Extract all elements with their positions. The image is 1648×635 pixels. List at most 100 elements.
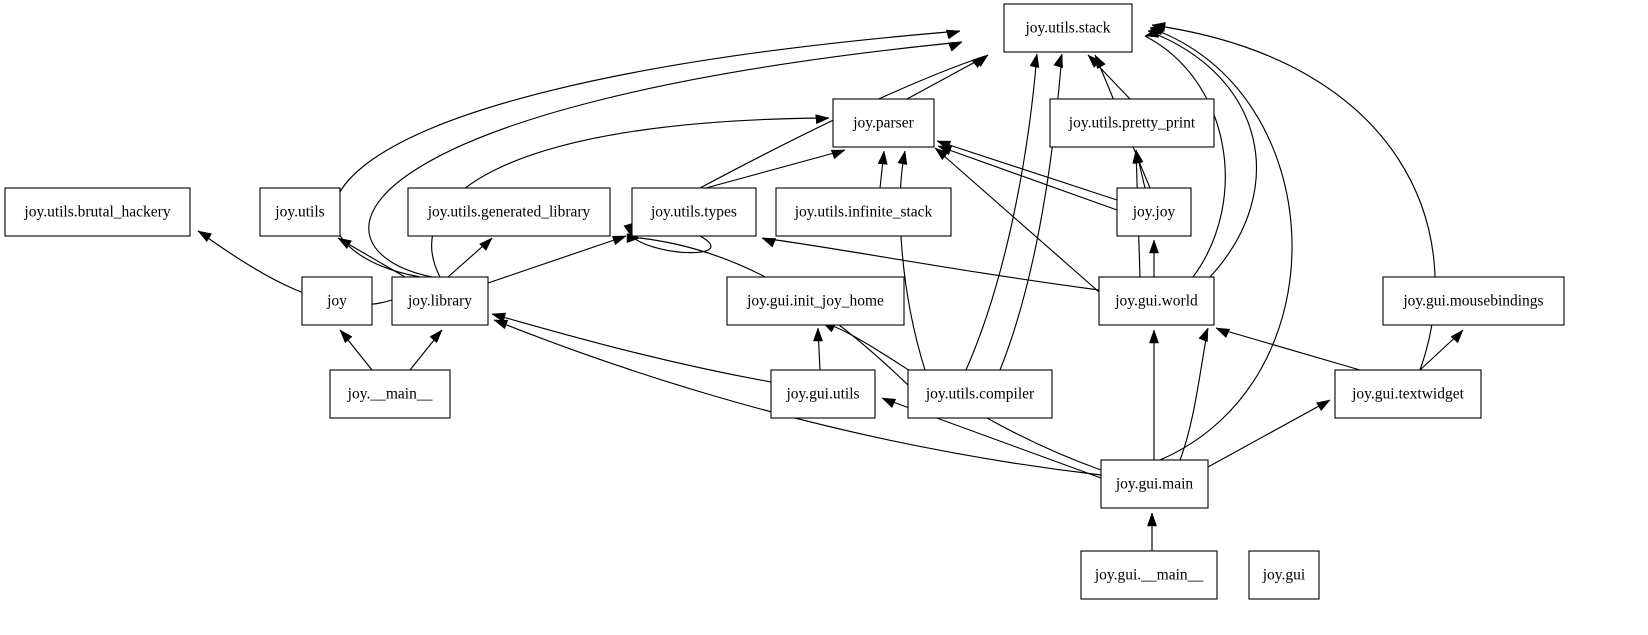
edge-line (332, 30, 961, 278)
node-box[interactable] (407, 187, 611, 237)
arrow-head-icon (1053, 53, 1063, 69)
node-label: joy.utils (274, 204, 324, 221)
edge-joy.parser-to-joy.utils.stack (906, 54, 989, 100)
edge-joy.gui.textwidget-to-joy.gui.mousebindings (1419, 329, 1464, 371)
node-box[interactable] (1334, 369, 1482, 419)
node-label: joy.utils.types (650, 204, 737, 221)
edge-line (493, 319, 1102, 476)
node-joy.utils.types[interactable]: joy.utils.types (631, 187, 757, 237)
edge-joy.__main__-to-joy.library (409, 329, 443, 371)
node-box[interactable] (775, 187, 952, 237)
node-label: joy.gui.textwidget (1351, 386, 1464, 403)
edge-line (631, 235, 712, 254)
nodes-layer: joy.utils.stack joy.parser joy.utils.prett… (4, 3, 1565, 600)
edge-joy.gui.world-to-joy.parser (934, 147, 1100, 293)
edge-joy.gui.utils-to-joy.gui.init_joy_home (813, 327, 823, 371)
node-joy.__main__[interactable]: joy.__main__ (329, 369, 451, 419)
node-box[interactable] (1049, 98, 1215, 148)
node-label: joy.utils.pretty_print (1068, 115, 1196, 132)
edge-joy.utils.compiler-to-joy.parser (897, 150, 926, 371)
edge-joy.gui.utils-to-joy.library (491, 312, 772, 383)
node-joy[interactable]: joy (301, 276, 373, 326)
edge-joy.library-to-joy.utils.stack (332, 29, 961, 278)
node-joy.utils.generated_library[interactable]: joy.utils.generated_library (407, 187, 611, 237)
node-box[interactable] (631, 187, 757, 237)
arrow-head-icon (1147, 512, 1157, 527)
edge-line (934, 147, 1100, 293)
edge-joy.gui.main-to-joy.gui.textwidget (1207, 399, 1331, 468)
node-box[interactable] (770, 369, 876, 419)
node-box[interactable] (907, 369, 1053, 419)
node-box[interactable] (329, 369, 451, 419)
node-label: joy.gui.init_joy_home (746, 293, 884, 310)
edge-joy.joy-to-joy.parser (937, 145, 1118, 211)
node-box[interactable] (832, 98, 935, 148)
edge-line (487, 235, 627, 284)
edge-joy.utils.compiler-to-joy.utils.stack (999, 53, 1063, 371)
node-joy.utils[interactable]: joy.utils (259, 187, 341, 237)
node-joy.joy[interactable]: joy.joy (1116, 187, 1192, 237)
edge-line (936, 140, 1118, 201)
edge-line (899, 150, 926, 371)
edge-line (965, 53, 1038, 371)
node-box[interactable] (1080, 550, 1218, 600)
node-joy.utils.compiler[interactable]: joy.utils.compiler (907, 369, 1053, 419)
node-joy.gui.world[interactable]: joy.gui.world (1098, 276, 1215, 326)
arrow-head-icon (945, 29, 961, 40)
node-joy.utils.stack[interactable]: joy.utils.stack (1003, 3, 1133, 53)
arrow-head-icon (1149, 239, 1159, 254)
node-box[interactable] (4, 187, 191, 237)
arrow-head-icon (1151, 22, 1166, 32)
node-joy.gui.mousebindings[interactable]: joy.gui.mousebindings (1382, 276, 1565, 326)
arrow-head-icon (897, 150, 908, 165)
edges-layer (197, 22, 1464, 551)
node-box[interactable] (1248, 550, 1320, 600)
edge-joy.gui.main-to-joy.utils.stack (1149, 23, 1293, 461)
arrow-head-icon (1029, 53, 1040, 68)
node-box[interactable] (1003, 3, 1133, 53)
node-joy.library[interactable]: joy.library (391, 276, 489, 326)
node-joy.gui.textwidget[interactable]: joy.gui.textwidget (1334, 369, 1482, 419)
node-joy.utils.pretty_print[interactable]: joy.utils.pretty_print (1049, 98, 1215, 148)
node-joy.gui.utils[interactable]: joy.gui.utils (770, 369, 876, 419)
edge-joy.gui.main-to-joy.gui.world (1149, 329, 1159, 460)
arrow-head-icon (339, 329, 353, 344)
node-label: joy.library (407, 293, 472, 310)
edge-joy.joy-to-joy.parser (936, 140, 1118, 201)
edge-line (705, 149, 846, 189)
arrow-head-icon (877, 150, 888, 165)
edge-joy.gui.world-to-joy.utils.types (761, 237, 1100, 291)
node-joy.utils.brutal_hackery[interactable]: joy.utils.brutal_hackery (4, 187, 191, 237)
node-joy.utils.infinite_stack[interactable]: joy.utils.infinite_stack (775, 187, 952, 237)
arrow-head-icon (934, 147, 949, 161)
node-joy.parser[interactable]: joy.parser (832, 98, 935, 148)
node-box[interactable] (391, 276, 489, 326)
node-label: joy.gui.mousebindings (1402, 293, 1543, 310)
node-label: joy.utils.infinite_stack (794, 204, 933, 221)
node-joy.gui.__main__[interactable]: joy.gui.__main__ (1080, 550, 1218, 600)
arrow-head-icon (1149, 329, 1159, 344)
node-joy.gui.main[interactable]: joy.gui.main (1100, 459, 1209, 509)
node-box[interactable] (1382, 276, 1565, 326)
edge-joy.library-to-joy.utils (337, 237, 406, 278)
node-box[interactable] (1098, 276, 1215, 326)
node-box[interactable] (1100, 459, 1209, 509)
arrow-head-icon (1215, 327, 1231, 338)
node-joy.gui.init_joy_home[interactable]: joy.gui.init_joy_home (726, 276, 905, 326)
edge-joy.library-to-joy.utils.generated_library (447, 237, 493, 278)
edge-line (761, 237, 1100, 291)
node-box[interactable] (726, 276, 905, 326)
node-box[interactable] (1116, 187, 1192, 237)
edge-line (1215, 327, 1361, 371)
node-box[interactable] (301, 276, 373, 326)
edge-line (1207, 399, 1331, 468)
node-joy.gui[interactable]: joy.gui (1248, 550, 1320, 600)
edge-joy.gui.main-to-joy.library (493, 319, 1102, 476)
arrow-head-icon (197, 230, 212, 243)
edge-line (1179, 327, 1209, 461)
edge-joy.gui.main-to-joy.gui.world (1179, 327, 1209, 461)
node-label: joy.gui.main (1115, 476, 1194, 493)
arrow-head-icon (1198, 327, 1209, 343)
node-box[interactable] (259, 187, 341, 237)
